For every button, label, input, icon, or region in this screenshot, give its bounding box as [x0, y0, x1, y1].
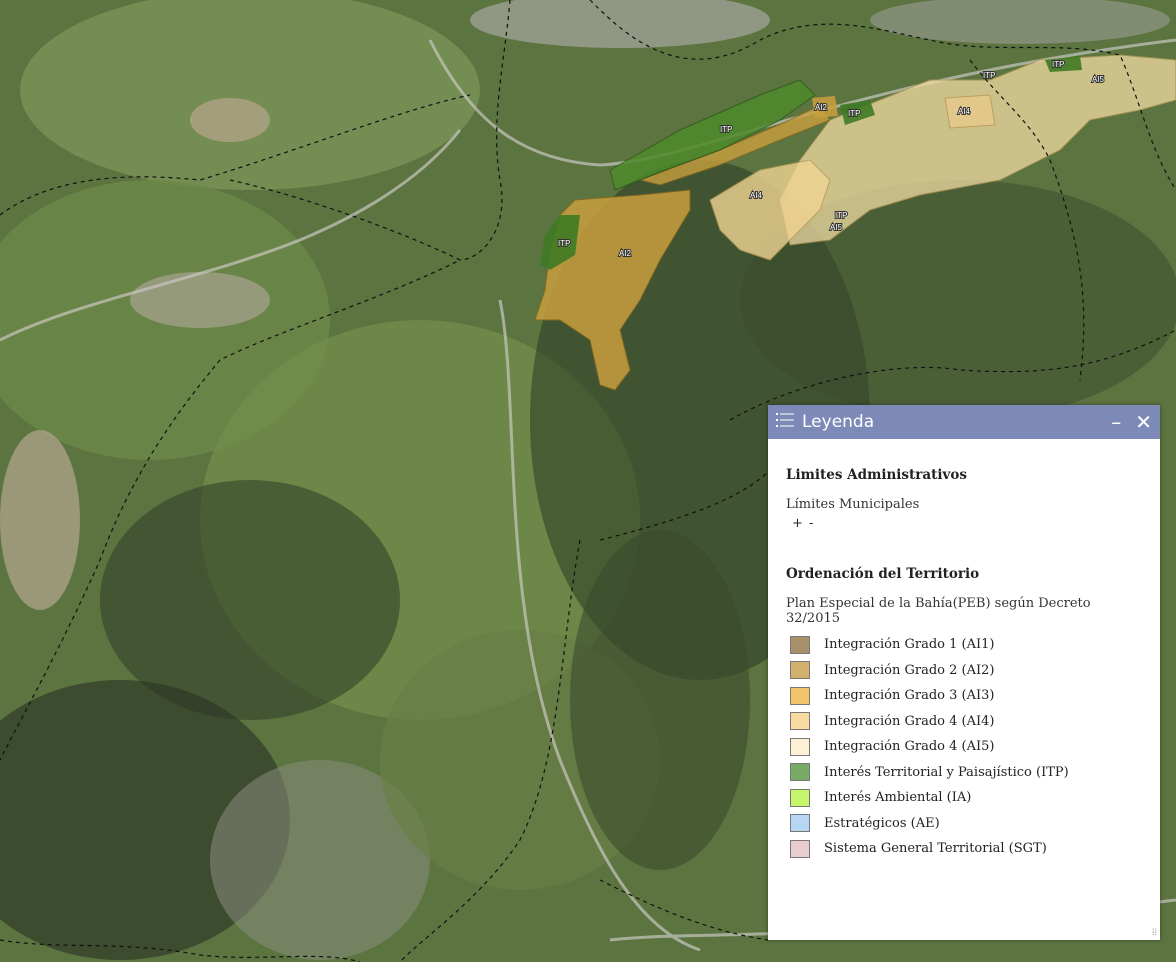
legend-item-label: Interés Ambiental (IA) — [824, 790, 972, 806]
zone-ai4-a[interactable] — [709, 159, 831, 261]
list-icon — [776, 412, 794, 432]
zone-label: AI2 — [619, 249, 632, 258]
legend-item: Interés Ambiental (IA) — [786, 785, 1160, 811]
zone-ai2-small[interactable] — [812, 96, 838, 118]
legend-item: Integración Grado 4 (AI5) — [786, 734, 1160, 760]
zone-label: ITP — [983, 71, 995, 80]
legend-item: Sistema General Territorial (SGT) — [786, 836, 1160, 862]
zone-itp-b[interactable] — [540, 215, 580, 270]
legend-items: Integración Grado 1 (AI1) Integración Gra… — [786, 632, 1160, 862]
legend-item-label: Sistema General Territorial (SGT) — [824, 841, 1047, 857]
color-swatch — [790, 712, 810, 731]
zone-itp-a[interactable] — [609, 79, 816, 191]
color-swatch — [790, 814, 810, 833]
zone-ai4-b[interactable] — [944, 94, 996, 129]
color-swatch — [790, 661, 810, 680]
zone-label: AI4 — [750, 191, 763, 200]
zone-label: ITP — [1052, 60, 1064, 69]
color-swatch — [790, 686, 810, 705]
legend-item-label: Integración Grado 1 (AI1) — [824, 637, 995, 653]
legend-item: Integración Grado 4 (AI4) — [786, 709, 1160, 735]
zone-itp-c[interactable] — [840, 100, 875, 125]
section-title-territory: Ordenación del Territorio — [786, 566, 980, 582]
legend-body: Limites Administrativos Límites Municipa… — [768, 439, 1160, 862]
peb-zones[interactable] — [534, 54, 1176, 391]
legend-item-label: Integración Grado 3 (AI3) — [824, 688, 995, 704]
legend-panel[interactable]: Leyenda – ✕ Limites Administrativos Lími… — [768, 405, 1160, 940]
legend-item-label: Interés Territorial y Paisajístico (ITP) — [824, 764, 1069, 780]
legend-item-label: Integración Grado 4 (AI5) — [824, 739, 995, 755]
legend-item: Estratégicos (AE) — [786, 811, 1160, 837]
zone-label: ITP — [848, 109, 860, 118]
legend-item: Integración Grado 3 (AI3) — [786, 683, 1160, 709]
legend-item: Integración Grado 2 (AI2) — [786, 658, 1160, 684]
legend-header[interactable]: Leyenda – ✕ — [768, 405, 1160, 439]
color-swatch — [790, 635, 810, 654]
color-swatch — [790, 763, 810, 782]
section-title-admin: Limites Administrativos — [786, 467, 967, 483]
color-swatch — [790, 737, 810, 756]
zone-label: AI5 — [1092, 75, 1105, 84]
zone-ai2-strip[interactable] — [638, 104, 831, 186]
close-button[interactable]: ✕ — [1135, 410, 1152, 434]
zone-labels: ITP AI2 ITP AI4 ITP AI5 ITP AI2 AI4 ITP … — [557, 59, 1106, 259]
layer-name-municipal: Límites Municipales — [786, 497, 920, 512]
color-swatch — [790, 788, 810, 807]
zone-label: ITP — [835, 211, 847, 220]
zone-label: AI2 — [815, 103, 828, 112]
legend-item-label: Estratégicos (AE) — [824, 815, 940, 831]
zone-itp-d[interactable] — [1045, 56, 1082, 72]
color-swatch — [790, 839, 810, 858]
layer-name-peb: Plan Especial de la Bahía(PEB) según Dec… — [786, 596, 1091, 626]
minimize-button[interactable]: – — [1111, 410, 1122, 434]
legend-title: Leyenda — [802, 412, 875, 432]
boundary-symbol: + - — [792, 516, 815, 531]
resize-handle[interactable]: ⁞⁞ — [1151, 928, 1157, 938]
zone-label: ITP — [558, 239, 570, 248]
zone-label: ITP — [720, 125, 732, 134]
zone-label: AI5 — [830, 223, 843, 232]
legend-item-label: Integración Grado 2 (AI2) — [824, 662, 995, 678]
legend-item: Integración Grado 1 (AI1) — [786, 632, 1160, 658]
zone-label: AI4 — [958, 107, 971, 116]
legend-item-label: Integración Grado 4 (AI4) — [824, 713, 995, 729]
legend-item: Interés Territorial y Paisajístico (ITP) — [786, 760, 1160, 786]
